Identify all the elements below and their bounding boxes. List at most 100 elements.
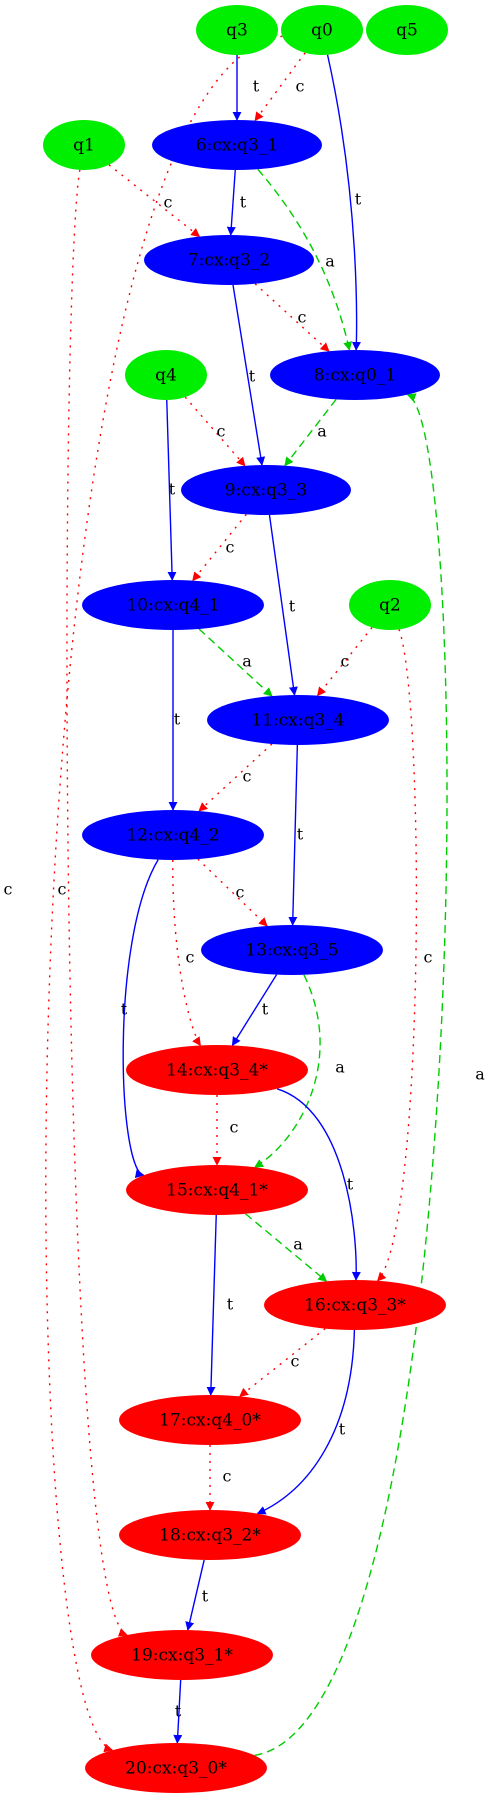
node-shape (82, 580, 264, 630)
node-label: 20:cx:q3_0* (125, 1759, 227, 1779)
edge-label: t (227, 1295, 234, 1314)
edge-label: c (226, 538, 235, 557)
node-shape (349, 580, 431, 630)
edge-label: t (249, 367, 256, 386)
node-label: 17:cx:q4_0* (159, 1411, 261, 1431)
edge-label: a (335, 1058, 345, 1077)
edge-label: c (164, 193, 173, 212)
node-label: 6:cx:q3_1 (196, 136, 278, 156)
edge-label: c (236, 883, 245, 902)
node-n18: 18:cx:q3_2* (119, 1510, 301, 1560)
node-shape (126, 1045, 308, 1095)
node-n20: 20:cx:q3_0* (85, 1743, 267, 1793)
edge-n20-n8: a (254, 393, 485, 1757)
node-label: 15:cx:q4_1* (166, 1181, 268, 1201)
edge-n7-n9: t (232, 284, 266, 466)
edge-line-c (198, 743, 273, 812)
node-shape (207, 695, 389, 745)
node-label: 8:cx:q0_1 (314, 366, 396, 386)
node-label: 11:cx:q3_4 (251, 711, 344, 731)
edge-line-c (316, 627, 373, 697)
edge-n15-n16: a (245, 1213, 328, 1282)
edge-label: t (297, 825, 304, 844)
node-shape (85, 1743, 267, 1793)
node-shape (82, 810, 264, 860)
node-label: q5 (396, 21, 418, 41)
edge-n8-n9: a (284, 398, 337, 467)
node-label: 12:cx:q4_2 (126, 826, 219, 846)
edge-label: t (289, 597, 296, 616)
edge-line-t (232, 284, 266, 466)
node-label: q0 (311, 21, 333, 41)
node-label: 13:cx:q3_5 (245, 941, 338, 961)
edge-q4-n10: t (166, 399, 177, 581)
edge-label: a (242, 652, 252, 671)
node-n16: 16:cx:q3_3* (264, 1280, 446, 1330)
edge-line-c (66, 169, 128, 1637)
node-shape (119, 1510, 301, 1560)
edge-n9-n11: t (268, 514, 298, 696)
edge-q0-n20: c (4, 35, 283, 1753)
edge-q2-n11: c (316, 627, 373, 697)
edge-label: c (186, 948, 195, 967)
node-shape (366, 5, 448, 55)
edge-line-t (326, 54, 361, 351)
edge-label: t (355, 190, 362, 209)
node-label: 9:cx:q3_3 (225, 481, 307, 501)
edge-line-c (239, 1328, 326, 1397)
edge-label: t (253, 77, 260, 96)
edge-line-c (254, 283, 330, 352)
edge-line-a (254, 393, 448, 1757)
edge-label: t (175, 1702, 182, 1721)
edge-q4-n9: c (184, 396, 246, 467)
node-label: 19:cx:q3_1* (131, 1646, 233, 1666)
edge-label: c (243, 767, 252, 786)
edge-label: t (339, 1420, 346, 1439)
node-q2: q2 (349, 580, 431, 630)
edge-label: c (298, 308, 307, 327)
edge-q0-n8: t (326, 54, 362, 351)
edge-line-a (245, 1213, 328, 1282)
edge-label: t (262, 1000, 269, 1019)
edge-n13-n14: t (231, 974, 278, 1047)
edge-line-t (122, 859, 159, 1178)
edge-label: c (223, 1467, 232, 1486)
edge-q1-n7: c (108, 164, 201, 238)
edge-n19-n20: t (173, 1679, 183, 1744)
edge-n11-n12: c (198, 743, 273, 812)
node-label: q4 (155, 366, 177, 386)
edge-n7-n8: c (254, 283, 330, 352)
node-shape (144, 235, 314, 285)
edge-label: t (121, 1000, 128, 1019)
edge-line-t (226, 169, 236, 236)
node-shape (91, 1630, 273, 1680)
edge-label: a (293, 1235, 303, 1254)
node-label: 14:cx:q3_4* (166, 1061, 268, 1081)
edge-n12-n15: t (121, 859, 159, 1178)
node-label: q1 (73, 136, 95, 156)
edge-n10-n11: a (198, 628, 273, 697)
edge-label: c (424, 948, 433, 967)
node-n11: 11:cx:q3_4 (207, 695, 389, 745)
node-shape (152, 120, 322, 170)
node-n6: 6:cx:q3_1 (152, 120, 322, 170)
edge-q1-n19: c (58, 169, 128, 1637)
node-q1: q1 (43, 120, 125, 170)
edge-label: c (58, 880, 67, 899)
node-label: 16:cx:q3_3* (304, 1296, 406, 1316)
node-shape (181, 465, 351, 515)
edge-label: t (169, 480, 176, 499)
node-label: q3 (226, 21, 248, 41)
edge-label: c (217, 422, 226, 441)
edge-line-t (166, 399, 177, 581)
edge-label: c (296, 77, 305, 96)
edge-line-a (198, 628, 273, 697)
node-shape (119, 1395, 301, 1445)
edge-line-t (276, 1088, 361, 1281)
node-n14: 14:cx:q3_4* (126, 1045, 308, 1095)
edge-line-a (284, 398, 337, 467)
edge-n6-n7: t (226, 169, 247, 236)
edge-line-c (192, 513, 247, 582)
